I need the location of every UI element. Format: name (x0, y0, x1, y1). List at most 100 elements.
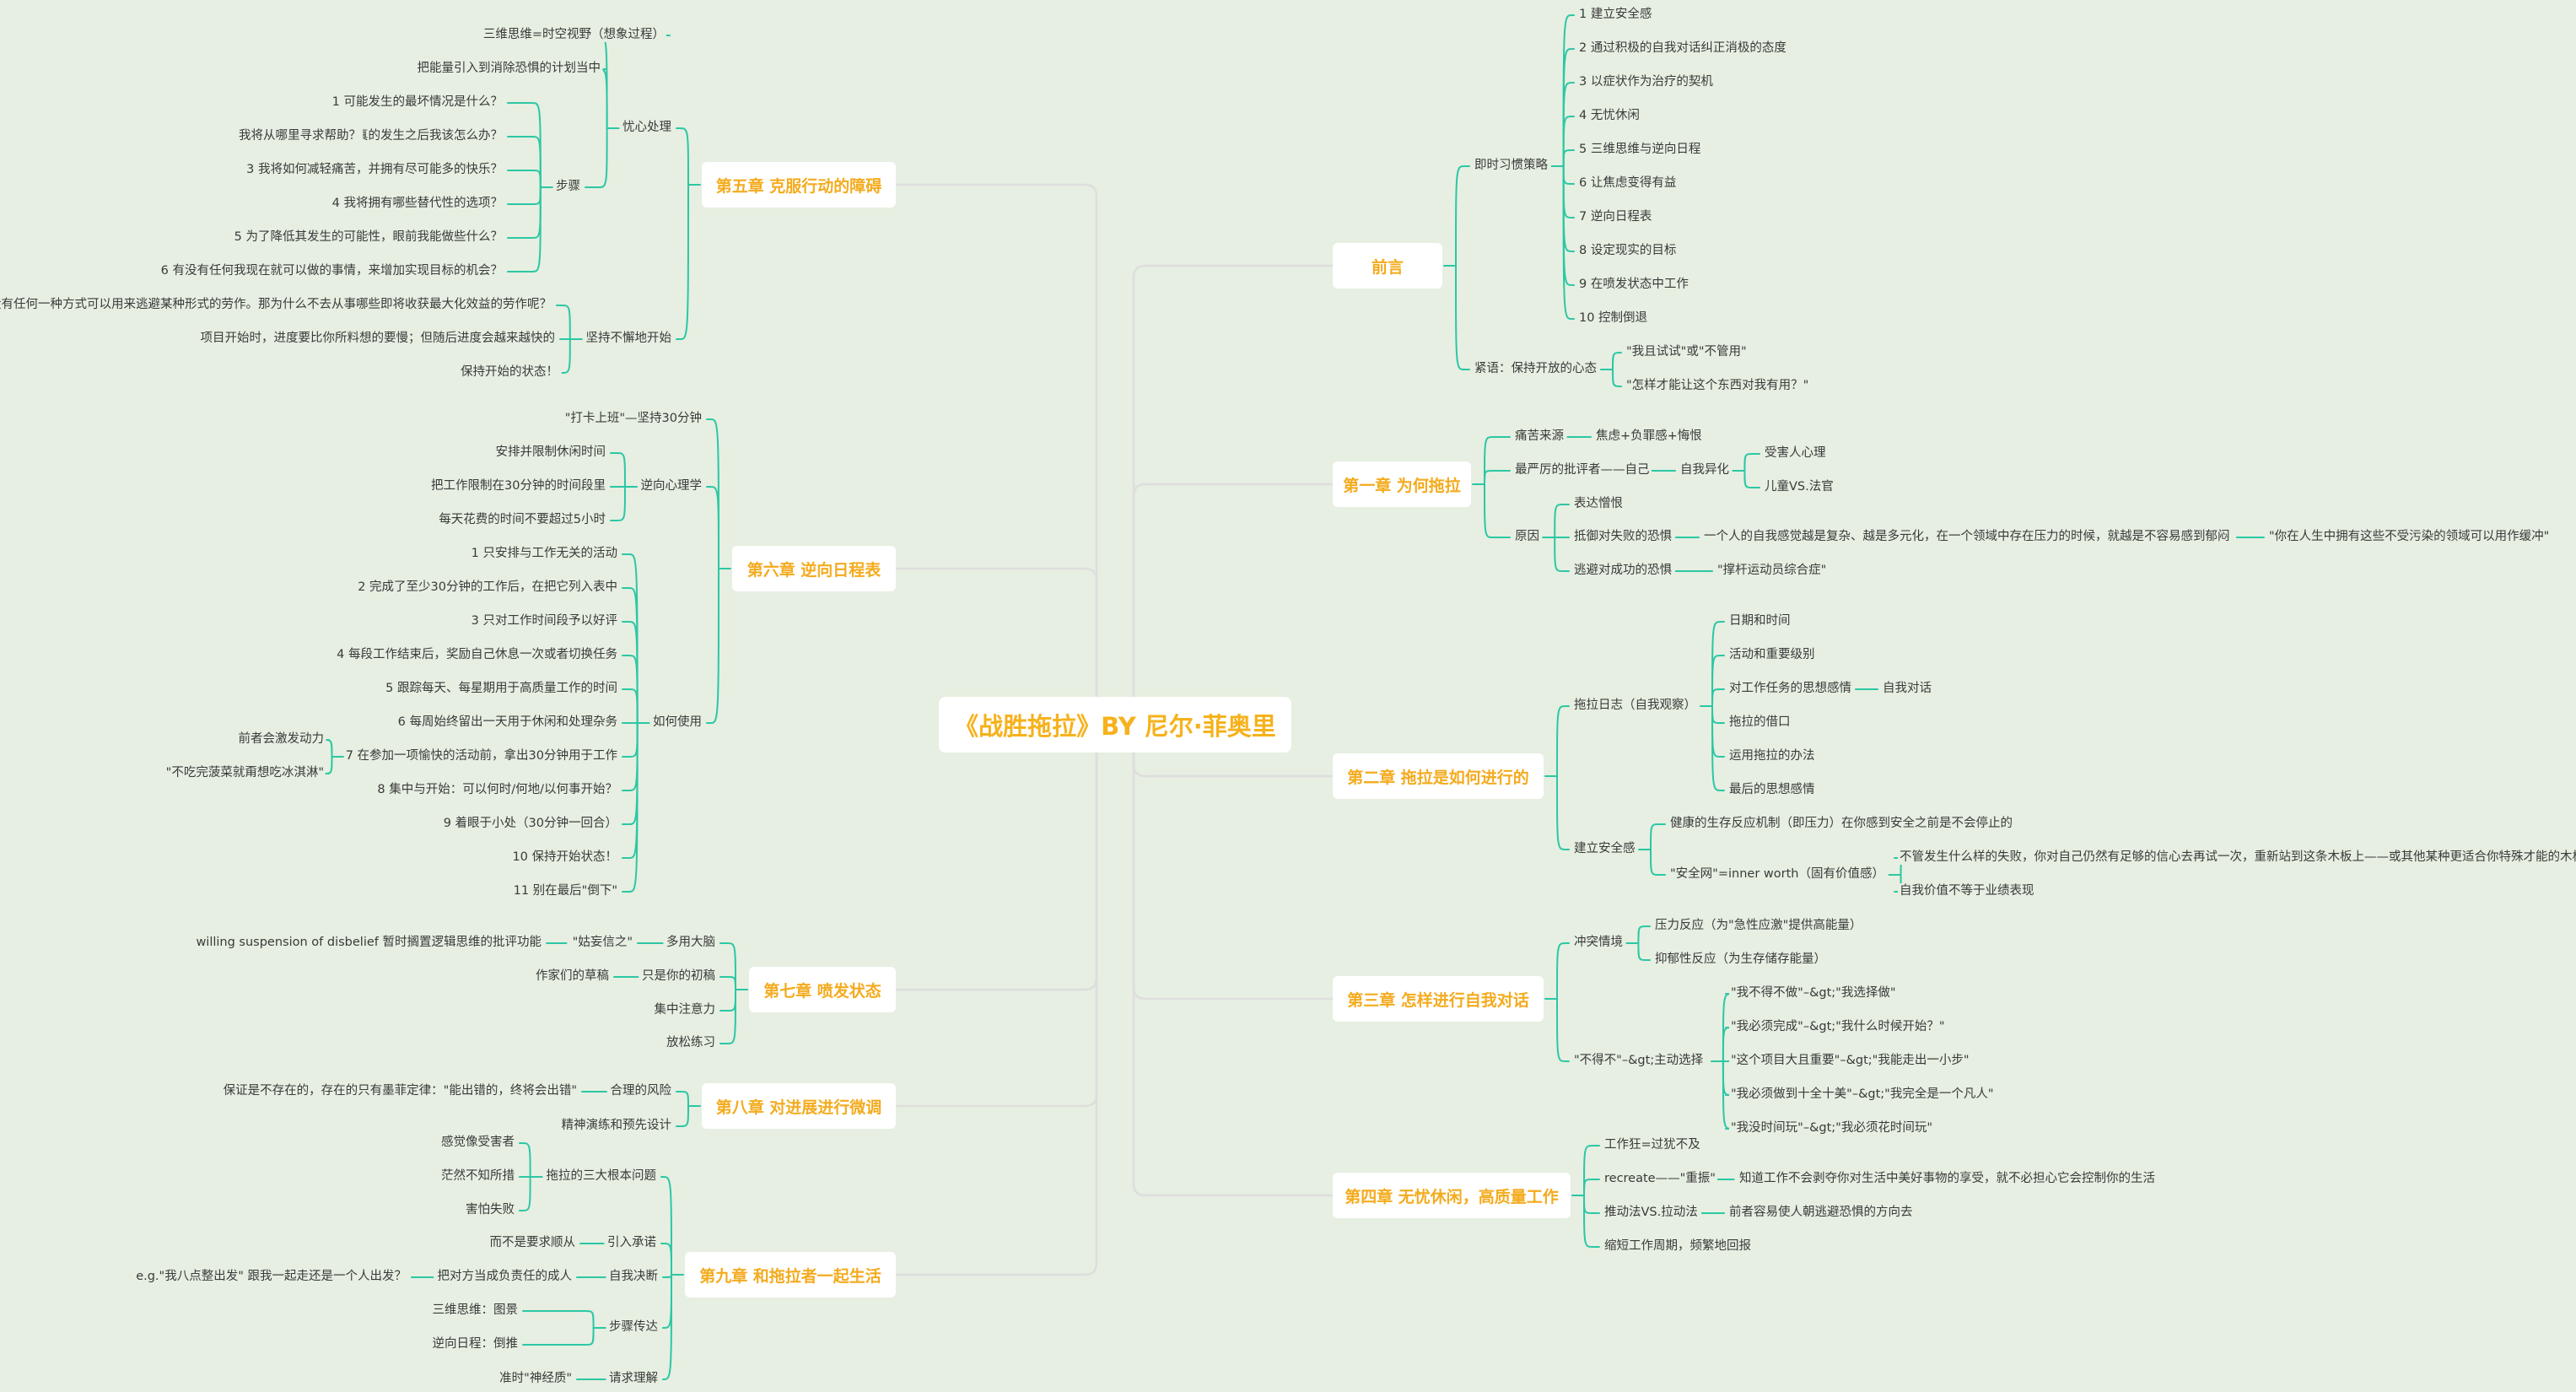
chapter-topic[interactable]: 第八章 对进展进行微调 (702, 1083, 896, 1129)
subtopic[interactable]: 我将从哪里寻求帮助？ (237, 128, 363, 143)
subtopic[interactable]: 把工作限制在30分钟的时间段里 (429, 478, 607, 494)
subtopic[interactable]: 拖拉日志（自我观察） (1572, 698, 1698, 713)
subtopic[interactable]: "我不得不做"–&gt;"我选择做" (1729, 985, 1898, 1001)
subtopic[interactable]: 自我决断 (607, 1269, 660, 1284)
subtopic[interactable]: 运用拖拉的办法 (1727, 748, 1817, 763)
subtopic[interactable]: 1 可能发生的最坏情况是什么？ (330, 94, 504, 110)
subtopic[interactable]: "打卡上班"—坚持30分钟 (563, 411, 703, 426)
subtopic[interactable]: willing suspension of disbelief 暂时搁置逻辑思维… (194, 935, 543, 950)
subtopic[interactable]: 如何使用 (651, 715, 703, 730)
subtopic[interactable]: 茫然不知所措 (439, 1168, 516, 1184)
subtopic[interactable]: 6 每周始终留出一天用于休闲和处理杂务 (396, 715, 619, 730)
subtopic[interactable]: 不管发生什么样的失败，你对自己仍然有足够的信心去再试一次，重新站到这条木板上——… (1898, 850, 2576, 865)
subtopic[interactable]: "撑杆运动员综合症" (1716, 563, 1829, 578)
subtopic[interactable]: 抵御对失败的恐惧 (1572, 529, 1673, 544)
subtopic[interactable]: 步骤 (554, 179, 582, 194)
subtopic[interactable]: 保证是不存在的，存在的只有墨菲定律："能出错的，终将会出错" (221, 1083, 579, 1098)
subtopic[interactable]: 5 为了降低其发生的可能性，眼前我能做些什么？ (232, 229, 504, 245)
subtopic[interactable]: 逆向心理学 (639, 478, 703, 494)
subtopic[interactable]: 抑郁性反应（为生存储存能量） (1653, 952, 1828, 967)
subtopic[interactable]: 害怕失败 (464, 1202, 516, 1217)
subtopic[interactable]: 坚持不懈地开始 (584, 331, 673, 346)
subtopic[interactable]: "你在人生中拥有这些不受污染的领域可以用作缓冲" (2267, 529, 2552, 544)
subtopic[interactable]: "我没时间玩"–&gt;"我必须花时间玩" (1729, 1120, 1935, 1136)
subtopic[interactable]: 前者容易使人朝逃避恐惧的方向去 (1727, 1205, 1915, 1220)
subtopic[interactable]: 保持开始的状态！ (459, 364, 560, 380)
subtopic[interactable]: 自我对话 (1881, 681, 1933, 696)
subtopic[interactable]: 最后的思想感情 (1727, 782, 1817, 797)
subtopic[interactable]: 3 我将如何减轻痛苦，并拥有尽可能多的快乐？ (245, 162, 504, 177)
subtopic[interactable]: 作家们的草稿 (534, 968, 611, 984)
subtopic[interactable]: 每天花费的时间不要超过5小时 (437, 512, 607, 527)
subtopic[interactable]: 7 逆向日程表 (1577, 209, 1654, 224)
subtopic[interactable]: 4 我将拥有哪些替代性的选项？ (330, 196, 504, 211)
subtopic[interactable]: 集中注意力 (652, 1002, 717, 1017)
subtopic[interactable]: 感觉像受害者 (439, 1135, 516, 1150)
subtopic[interactable]: 痛苦来源 (1513, 429, 1566, 444)
subtopic[interactable]: 工作狂=过犹不及 (1603, 1137, 1702, 1152)
subtopic[interactable]: 即时习惯策略 (1473, 158, 1549, 173)
subtopic[interactable]: e.g."我八点整出发" 跟我一起走还是一个人出发？ (134, 1269, 408, 1284)
subtopic[interactable]: 焦虑+负罪感+悔恨 (1594, 429, 1704, 444)
subtopic[interactable]: 精神演练和预先设计 (559, 1118, 673, 1133)
subtopic[interactable]: 自我价值不等于业绩表现 (1898, 883, 2036, 898)
subtopic[interactable]: 没有任何一种方式可以用来逃避某种形式的劳作。那为什么不去从事哪些即将收获最大化效… (0, 297, 553, 312)
subtopic[interactable]: 原因 (1513, 529, 1541, 544)
subtopic[interactable]: 2 通过积极的自我对话纠正消极的态度 (1577, 40, 1788, 56)
chapter-topic[interactable]: 第九章 和拖拉者一起生活 (685, 1252, 896, 1298)
chapter-topic[interactable]: 第一章 为何拖拉 (1333, 461, 1471, 507)
subtopic[interactable]: 1 建立安全感 (1577, 7, 1654, 22)
subtopic[interactable]: 而不是要求顺从 (488, 1235, 577, 1250)
subtopic[interactable]: 一个人的自我感觉越是复杂、越是多元化，在一个领域中存在压力的时候，就越是不容易感… (1702, 529, 2232, 544)
chapter-topic[interactable]: 第二章 拖拉是如何进行的 (1333, 753, 1544, 799)
chapter-topic[interactable]: 第七章 喷发状态 (749, 967, 896, 1012)
subtopic[interactable]: 4 无忧休闲 (1577, 108, 1641, 123)
subtopic[interactable]: 建立安全感 (1572, 841, 1637, 856)
subtopic[interactable]: 压力反应（为"急性应激"提供高能量） (1653, 918, 1864, 933)
subtopic[interactable]: 多用大脑 (665, 935, 717, 950)
subtopic[interactable]: 2 完成了至少30分钟的工作后，在把它列入表中 (356, 580, 619, 595)
subtopic[interactable]: 放松练习 (665, 1035, 717, 1050)
subtopic[interactable]: 合理的风险 (608, 1083, 673, 1098)
subtopic[interactable]: 3 以症状作为治疗的契机 (1577, 74, 1715, 89)
central-topic[interactable]: 《战胜拖拉》BY 尼尔·菲奥里 (939, 697, 1291, 753)
subtopic[interactable]: "我且试试"或"不管用" (1625, 344, 1749, 359)
subtopic[interactable]: 缩短工作周期，频繁地回报 (1603, 1238, 1753, 1254)
subtopic[interactable]: "我必须完成"–&gt;"我什么时候开始？" (1729, 1019, 1947, 1034)
subtopic[interactable]: 引入承诺 (606, 1235, 658, 1250)
subtopic[interactable]: 1 只安排与工作无关的活动 (469, 546, 619, 561)
subtopic[interactable]: 三维思维：图景 (430, 1303, 520, 1318)
subtopic[interactable]: "不吃完菠菜就甭想吃冰淇淋" (164, 765, 326, 780)
subtopic[interactable]: 日期和时间 (1727, 613, 1792, 629)
subtopic[interactable]: 逆向日程：倒推 (430, 1336, 520, 1352)
subtopic[interactable]: 对工作任务的思想感情 (1727, 681, 1853, 696)
subtopic[interactable]: 请求理解 (607, 1371, 660, 1386)
subtopic[interactable]: 忧心处理 (621, 120, 673, 135)
subtopic[interactable]: 安排并限制休闲时间 (493, 445, 607, 460)
subtopic[interactable]: 拖拉的三大根本问题 (544, 1168, 658, 1184)
subtopic[interactable]: 准时"神经质" (498, 1371, 574, 1386)
subtopic[interactable]: 表达憎恨 (1572, 496, 1625, 511)
subtopic[interactable]: "这个项目大且重要"–&gt;"我能走出一小步" (1729, 1053, 1971, 1068)
subtopic[interactable]: "我必须做到十全十美"–&gt;"我完全是一个凡人" (1729, 1087, 1996, 1102)
subtopic[interactable]: 9 着眼于小处（30分钟一回合） (441, 816, 619, 831)
chapter-topic[interactable]: 第五章 克服行动的障碍 (702, 162, 896, 208)
subtopic[interactable]: 项目开始时，进度要比你所料想的要慢；但随后进度会越来越快的 (198, 331, 557, 346)
subtopic[interactable]: 10 保持开始状态！ (510, 850, 619, 865)
subtopic[interactable]: 11 别在最后"倒下" (511, 883, 619, 898)
subtopic[interactable]: "怎样才能让这个东西对我有用？" (1625, 378, 1811, 393)
subtopic[interactable]: 紧语：保持开放的心态 (1473, 361, 1598, 376)
subtopic[interactable]: 活动和重要级别 (1727, 647, 1817, 662)
subtopic[interactable]: 拖拉的借口 (1727, 715, 1792, 730)
subtopic[interactable]: 7 在参加一项愉快的活动前，拿出30分钟用于工作 (343, 748, 619, 763)
subtopic[interactable]: 9 在喷发状态中工作 (1577, 277, 1690, 292)
subtopic[interactable]: 把能量引入到消除恐惧的计划当中 (415, 61, 602, 76)
subtopic[interactable]: 逃避对成功的恐惧 (1572, 563, 1673, 578)
subtopic[interactable]: 最严厉的批评者——自己 (1513, 462, 1652, 477)
subtopic[interactable]: 自我异化 (1679, 462, 1731, 477)
subtopic[interactable]: 只是你的初稿 (640, 968, 717, 984)
subtopic[interactable]: 知道工作不会剥夺你对生活中美好事物的享受，就不必担心它会控制你的生活 (1738, 1171, 2157, 1186)
subtopic[interactable]: 三维思维=时空视野（想象过程） (481, 27, 666, 42)
subtopic[interactable]: 5 三维思维与逆向日程 (1577, 142, 1703, 157)
subtopic[interactable]: 儿童VS.法官 (1763, 479, 1835, 494)
